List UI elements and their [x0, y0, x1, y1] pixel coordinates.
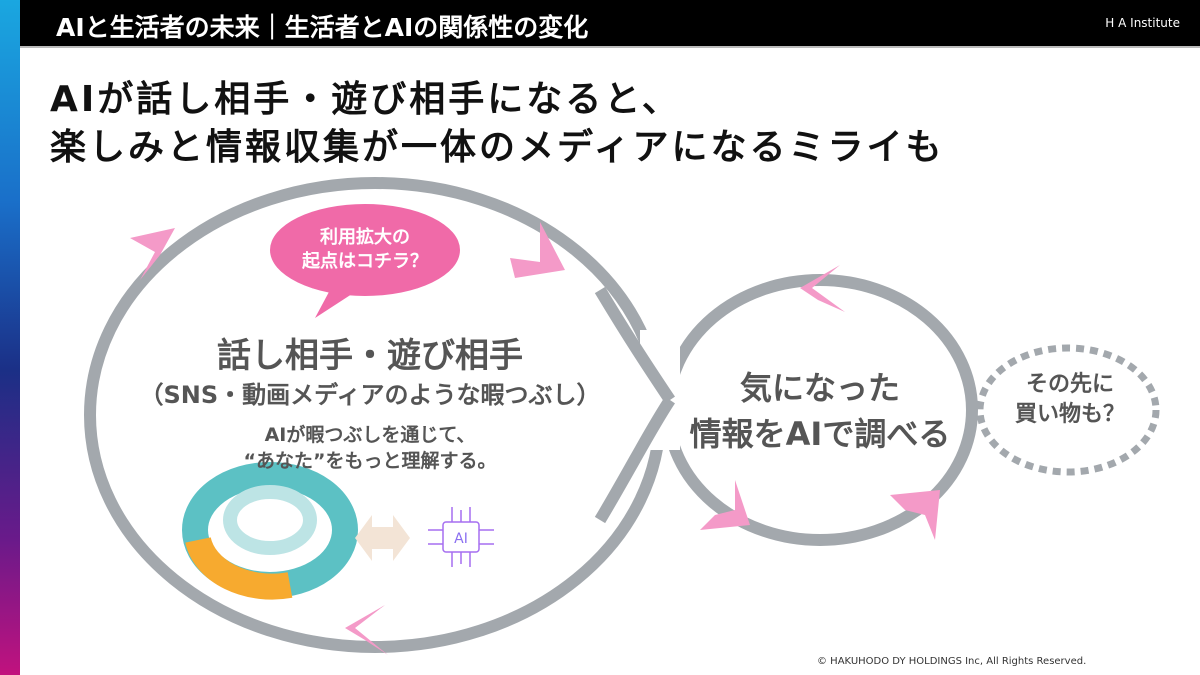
bubble-text: 利用拡大の 起点はコチラ？ — [270, 226, 460, 274]
right-loop-text: 気になった 情報をAIで調べる — [660, 365, 980, 457]
section-title: AIと生活者の未来｜生活者とAIの関係性の変化 — [56, 13, 589, 42]
arrow-chevron — [800, 265, 845, 312]
page-headline: AIが話し相手・遊び相手になると、 楽しみと情報収集が一体のメディアになるミライ… — [50, 76, 944, 172]
headline-line-2: 楽しみと情報収集が一体のメディアになるミライも — [50, 127, 945, 168]
headline-line-1: AIが話し相手・遊び相手になると、 — [50, 79, 681, 120]
dotted-circle-text: その先に 買い物も？ — [985, 370, 1155, 430]
double-arrow-icon — [355, 515, 410, 561]
left-loop-title: 話し相手・遊び相手 — [217, 336, 523, 376]
arrow-chevron — [130, 228, 175, 280]
bubble-line: 利用拡大の — [320, 227, 410, 248]
right-line: 情報をAIで調べる — [689, 415, 951, 453]
copyright: © HAKUHODO DY HOLDINGS Inc, All Rights R… — [817, 656, 1087, 667]
right-line: 気になった — [739, 369, 900, 407]
institute-logo: H A Institute — [1105, 16, 1180, 30]
arrow-chevron — [510, 222, 565, 278]
note-line: “あなた”をもっと理解する。 — [243, 450, 497, 472]
arrow-chevron — [345, 605, 388, 655]
bubble-line: 起点はコチラ？ — [302, 251, 428, 272]
gradient-sidebar — [0, 0, 20, 675]
note-line: AIが暇つぶしを通じて、 — [264, 424, 476, 446]
left-loop-note: AIが暇つぶしを通じて、 “あなた”をもっと理解する。 — [180, 422, 560, 474]
loop-crossing — [594, 286, 675, 524]
ai-chip-icon — [428, 507, 494, 567]
dotted-line: 買い物も？ — [1014, 402, 1125, 427]
left-loop-subtitle: （SNS・動画メディアのような暇つぶし） — [139, 381, 601, 409]
dotted-line: その先に — [1025, 372, 1114, 397]
header-bar: AIと生活者の未来｜生活者とAIの関係性の変化 H A Institute — [20, 0, 1200, 48]
arrow-chevron — [700, 480, 750, 530]
ai-chip-label: AI — [454, 531, 468, 547]
dotted-circle — [976, 344, 1160, 476]
media-ring-illustration — [182, 462, 358, 600]
arrow-chevron — [890, 490, 940, 540]
speech-bubble — [315, 290, 355, 318]
